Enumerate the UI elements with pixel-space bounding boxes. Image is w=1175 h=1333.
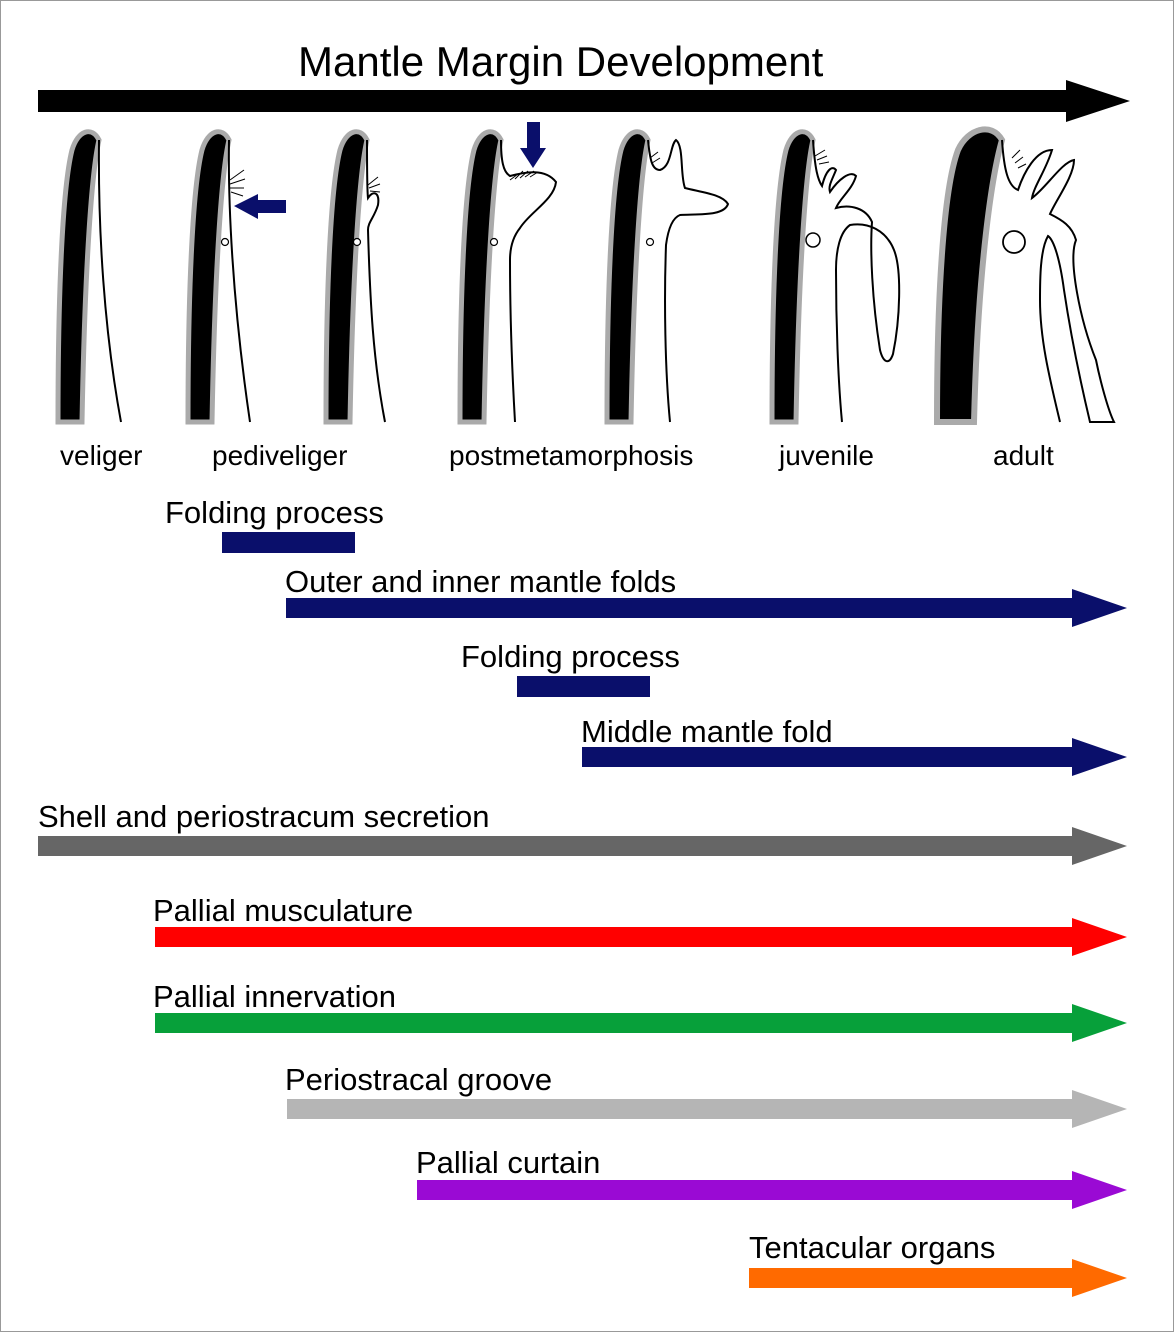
organ-dot — [1003, 231, 1025, 253]
process-bar-folding-1 — [222, 532, 355, 553]
organ-dot — [647, 239, 654, 246]
stage-label-veliger: veliger — [60, 442, 142, 470]
process-label-middle-fold: Middle mantle fold — [581, 716, 833, 747]
stage-label-postmetamorphosis: postmetamorphosis — [449, 442, 693, 470]
organ-dot — [354, 239, 361, 246]
organ-dot — [806, 233, 820, 247]
stage-label-juvenile: juvenile — [779, 442, 874, 470]
organ-dot — [491, 239, 498, 246]
process-label-folding-1: Folding process — [165, 497, 384, 528]
process-label-periostracal-groove: Periostracal groove — [285, 1064, 552, 1095]
organ-dot — [222, 239, 229, 246]
process-label-pallial-musculature: Pallial musculature — [153, 895, 413, 926]
process-label-outer-inner-folds: Outer and inner mantle folds — [285, 566, 676, 597]
stage-label-pediveliger: pediveliger — [212, 442, 347, 470]
figure-title: Mantle Margin Development — [298, 41, 823, 83]
process-label-pallial-innervation: Pallial innervation — [153, 981, 396, 1012]
process-label-pallial-curtain: Pallial curtain — [416, 1147, 600, 1178]
process-bar-folding-2 — [517, 676, 650, 697]
process-label-folding-2: Folding process — [461, 641, 680, 672]
process-label-shell-periostracum: Shell and periostracum secretion — [38, 801, 489, 832]
process-label-tentacular-organs: Tentacular organs — [749, 1232, 995, 1263]
stage-label-adult: adult — [993, 442, 1054, 470]
